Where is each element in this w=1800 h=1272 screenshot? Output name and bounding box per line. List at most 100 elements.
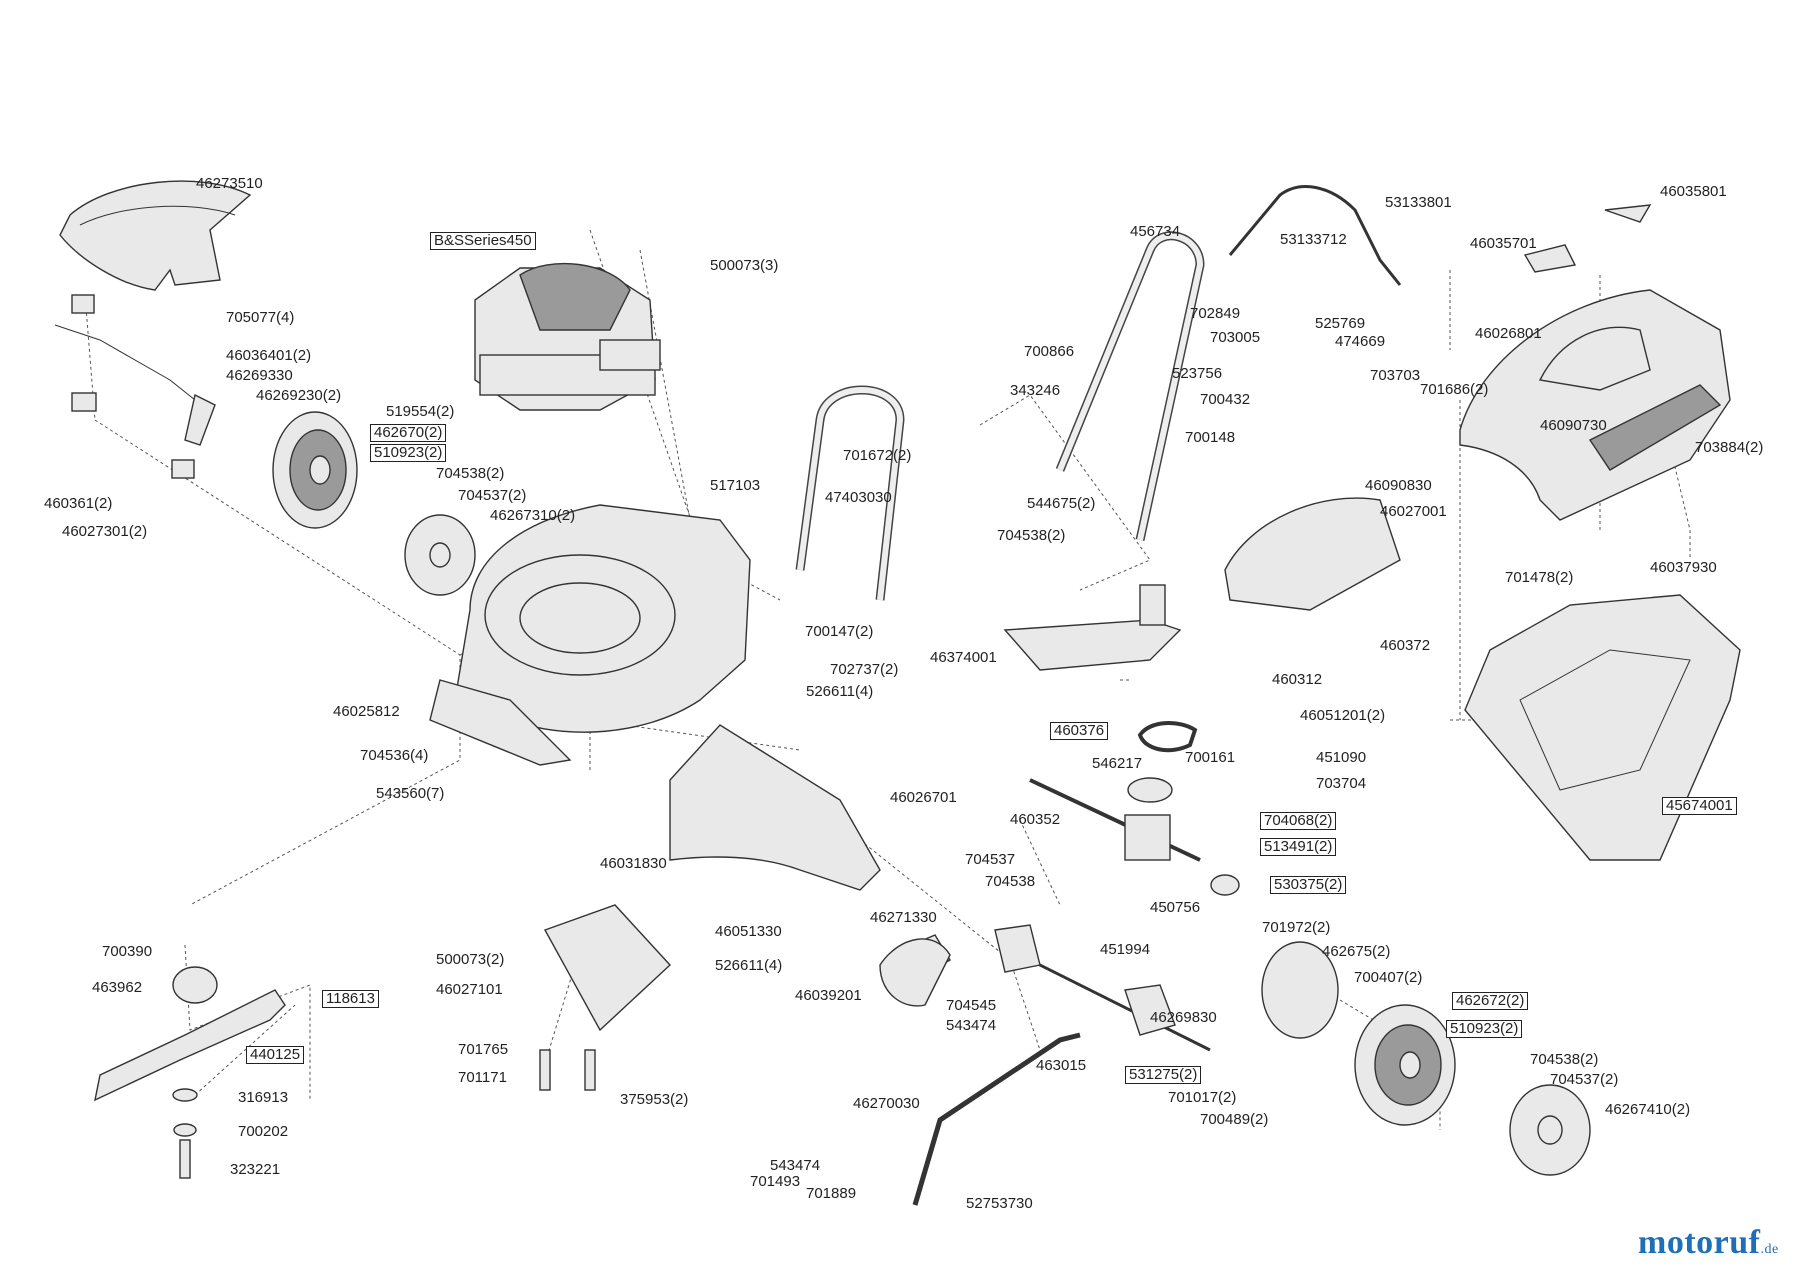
label-440125: 440125 xyxy=(246,1046,305,1064)
label-700432: 700432 xyxy=(1200,391,1251,408)
grass-box xyxy=(1464,594,1741,861)
label-375953-2: 375953(2) xyxy=(620,1091,689,1108)
label-703005: 703005 xyxy=(1210,329,1261,346)
label-530375-2: 530375(2) xyxy=(1270,876,1347,894)
label-46027101: 46027101 xyxy=(436,981,503,998)
label-704537: 704537 xyxy=(965,851,1016,868)
label-700390: 700390 xyxy=(102,943,153,960)
label-701493: 701493 xyxy=(750,1173,801,1190)
rear-deflector xyxy=(669,724,881,891)
engine xyxy=(474,262,661,411)
label-704545: 704545 xyxy=(946,997,997,1014)
label-701017-2: 701017(2) xyxy=(1168,1089,1237,1106)
label-701478-2: 701478(2) xyxy=(1505,569,1574,586)
label-704538: 704538 xyxy=(985,873,1036,890)
label-704536-4: 704536(4) xyxy=(360,747,429,764)
label-546217: 546217 xyxy=(1092,755,1143,772)
label-46267310-2: 46267310(2) xyxy=(490,507,576,524)
label-526611-4a: 526611(4) xyxy=(806,683,874,700)
label-46270030: 46270030 xyxy=(853,1095,920,1112)
label-463015: 463015 xyxy=(1036,1057,1087,1074)
label-343246: 343246 xyxy=(1010,382,1061,399)
label-700161: 700161 xyxy=(1185,749,1236,766)
label-46273510: 46273510 xyxy=(196,175,263,192)
label-46051330: 46051330 xyxy=(715,923,782,940)
label-500073-3: 500073(3) xyxy=(710,257,779,274)
label-703884-2: 703884(2) xyxy=(1695,439,1764,456)
label-474669: 474669 xyxy=(1335,333,1386,350)
label-46031830: 46031830 xyxy=(600,855,667,872)
label-46025812: 46025812 xyxy=(333,703,400,720)
label-513491-2: 513491(2) xyxy=(1260,838,1337,856)
label-53133712: 53133712 xyxy=(1280,231,1347,248)
label-700489-2: 700489(2) xyxy=(1200,1111,1269,1128)
front-height-lever xyxy=(54,294,216,479)
mower-deck xyxy=(429,504,751,766)
label-316913: 316913 xyxy=(238,1089,289,1106)
label-704537-2a: 704537(2) xyxy=(458,487,527,504)
label-46269230-2: 46269230(2) xyxy=(256,387,342,404)
label-700148: 700148 xyxy=(1185,429,1236,446)
label-700202: 700202 xyxy=(238,1123,289,1140)
watermark-tld: .de xyxy=(1760,1242,1779,1257)
label-52753730: 52753730 xyxy=(966,1195,1033,1212)
label-460361-2: 460361(2) xyxy=(44,495,113,512)
label-543474b: 543474 xyxy=(770,1157,821,1174)
label-704538-2a: 704538(2) xyxy=(436,465,505,482)
label-701171: 701171 xyxy=(458,1069,507,1086)
grass-box-small-parts xyxy=(1523,204,1652,273)
label-451994: 451994 xyxy=(1100,941,1151,958)
grass-box-cover xyxy=(1224,497,1401,611)
rear-wheel-right xyxy=(1354,1004,1456,1126)
grass-box-lid xyxy=(1459,289,1731,521)
hubcap-right xyxy=(1509,1084,1591,1176)
label-462672-2: 462672(2) xyxy=(1452,992,1529,1010)
label-323221: 323221 xyxy=(230,1161,281,1178)
label-45674001: 45674001 xyxy=(1662,797,1737,815)
label-46027301-2: 46027301(2) xyxy=(62,523,148,540)
label-701686-2: 701686(2) xyxy=(1420,381,1489,398)
label-460372: 460372 xyxy=(1380,637,1431,654)
label-46035701: 46035701 xyxy=(1470,235,1537,252)
label-53133801: 53133801 xyxy=(1385,194,1452,211)
label-704538-2b: 704538(2) xyxy=(997,527,1066,544)
label-46051201-2: 46051201(2) xyxy=(1300,707,1386,724)
label-531275-2: 531275(2) xyxy=(1125,1066,1202,1084)
label-46271330: 46271330 xyxy=(870,909,937,926)
label-517103: 517103 xyxy=(710,477,761,494)
rear-height-lever xyxy=(912,1032,1081,1206)
label-704538-2c: 704538(2) xyxy=(1530,1051,1599,1068)
label-543560-7: 543560(7) xyxy=(376,785,445,802)
label-510923-2b: 510923(2) xyxy=(1446,1020,1523,1038)
label-700147-2: 700147(2) xyxy=(805,623,874,640)
label-47403030: 47403030 xyxy=(825,489,892,506)
rear-flap xyxy=(59,180,252,291)
blade xyxy=(94,966,286,1179)
label-700866: 700866 xyxy=(1024,343,1075,360)
label-460312: 460312 xyxy=(1272,671,1323,688)
label-700407-2: 700407(2) xyxy=(1354,969,1423,986)
label-46026701: 46026701 xyxy=(890,789,957,806)
label-46267410-2: 46267410(2) xyxy=(1605,1101,1691,1118)
label-702737-2: 702737(2) xyxy=(830,661,899,678)
handle-bracket xyxy=(879,938,951,1007)
label-543474a: 543474 xyxy=(946,1017,997,1034)
label-701765: 701765 xyxy=(458,1041,509,1058)
label-703704: 703704 xyxy=(1316,775,1367,792)
label-456734: 456734 xyxy=(1130,223,1181,240)
label-46090730: 46090730 xyxy=(1540,417,1607,434)
watermark-main: motoruf xyxy=(1638,1224,1761,1261)
drive-belt xyxy=(1137,721,1198,753)
control-bail xyxy=(1228,185,1402,286)
rear-axle xyxy=(994,924,1211,1052)
gearbox xyxy=(1029,777,1240,896)
label-704068-2: 704068(2) xyxy=(1260,812,1337,830)
label-701672-2: 701672(2) xyxy=(843,447,912,464)
label-46035801: 46035801 xyxy=(1660,183,1727,200)
label-engine-model: B&SSeries450 xyxy=(430,232,536,250)
mulch-plug xyxy=(1003,584,1182,671)
label-525769: 525769 xyxy=(1315,315,1366,332)
lower-handle xyxy=(795,385,905,601)
label-46039201: 46039201 xyxy=(795,987,862,1004)
